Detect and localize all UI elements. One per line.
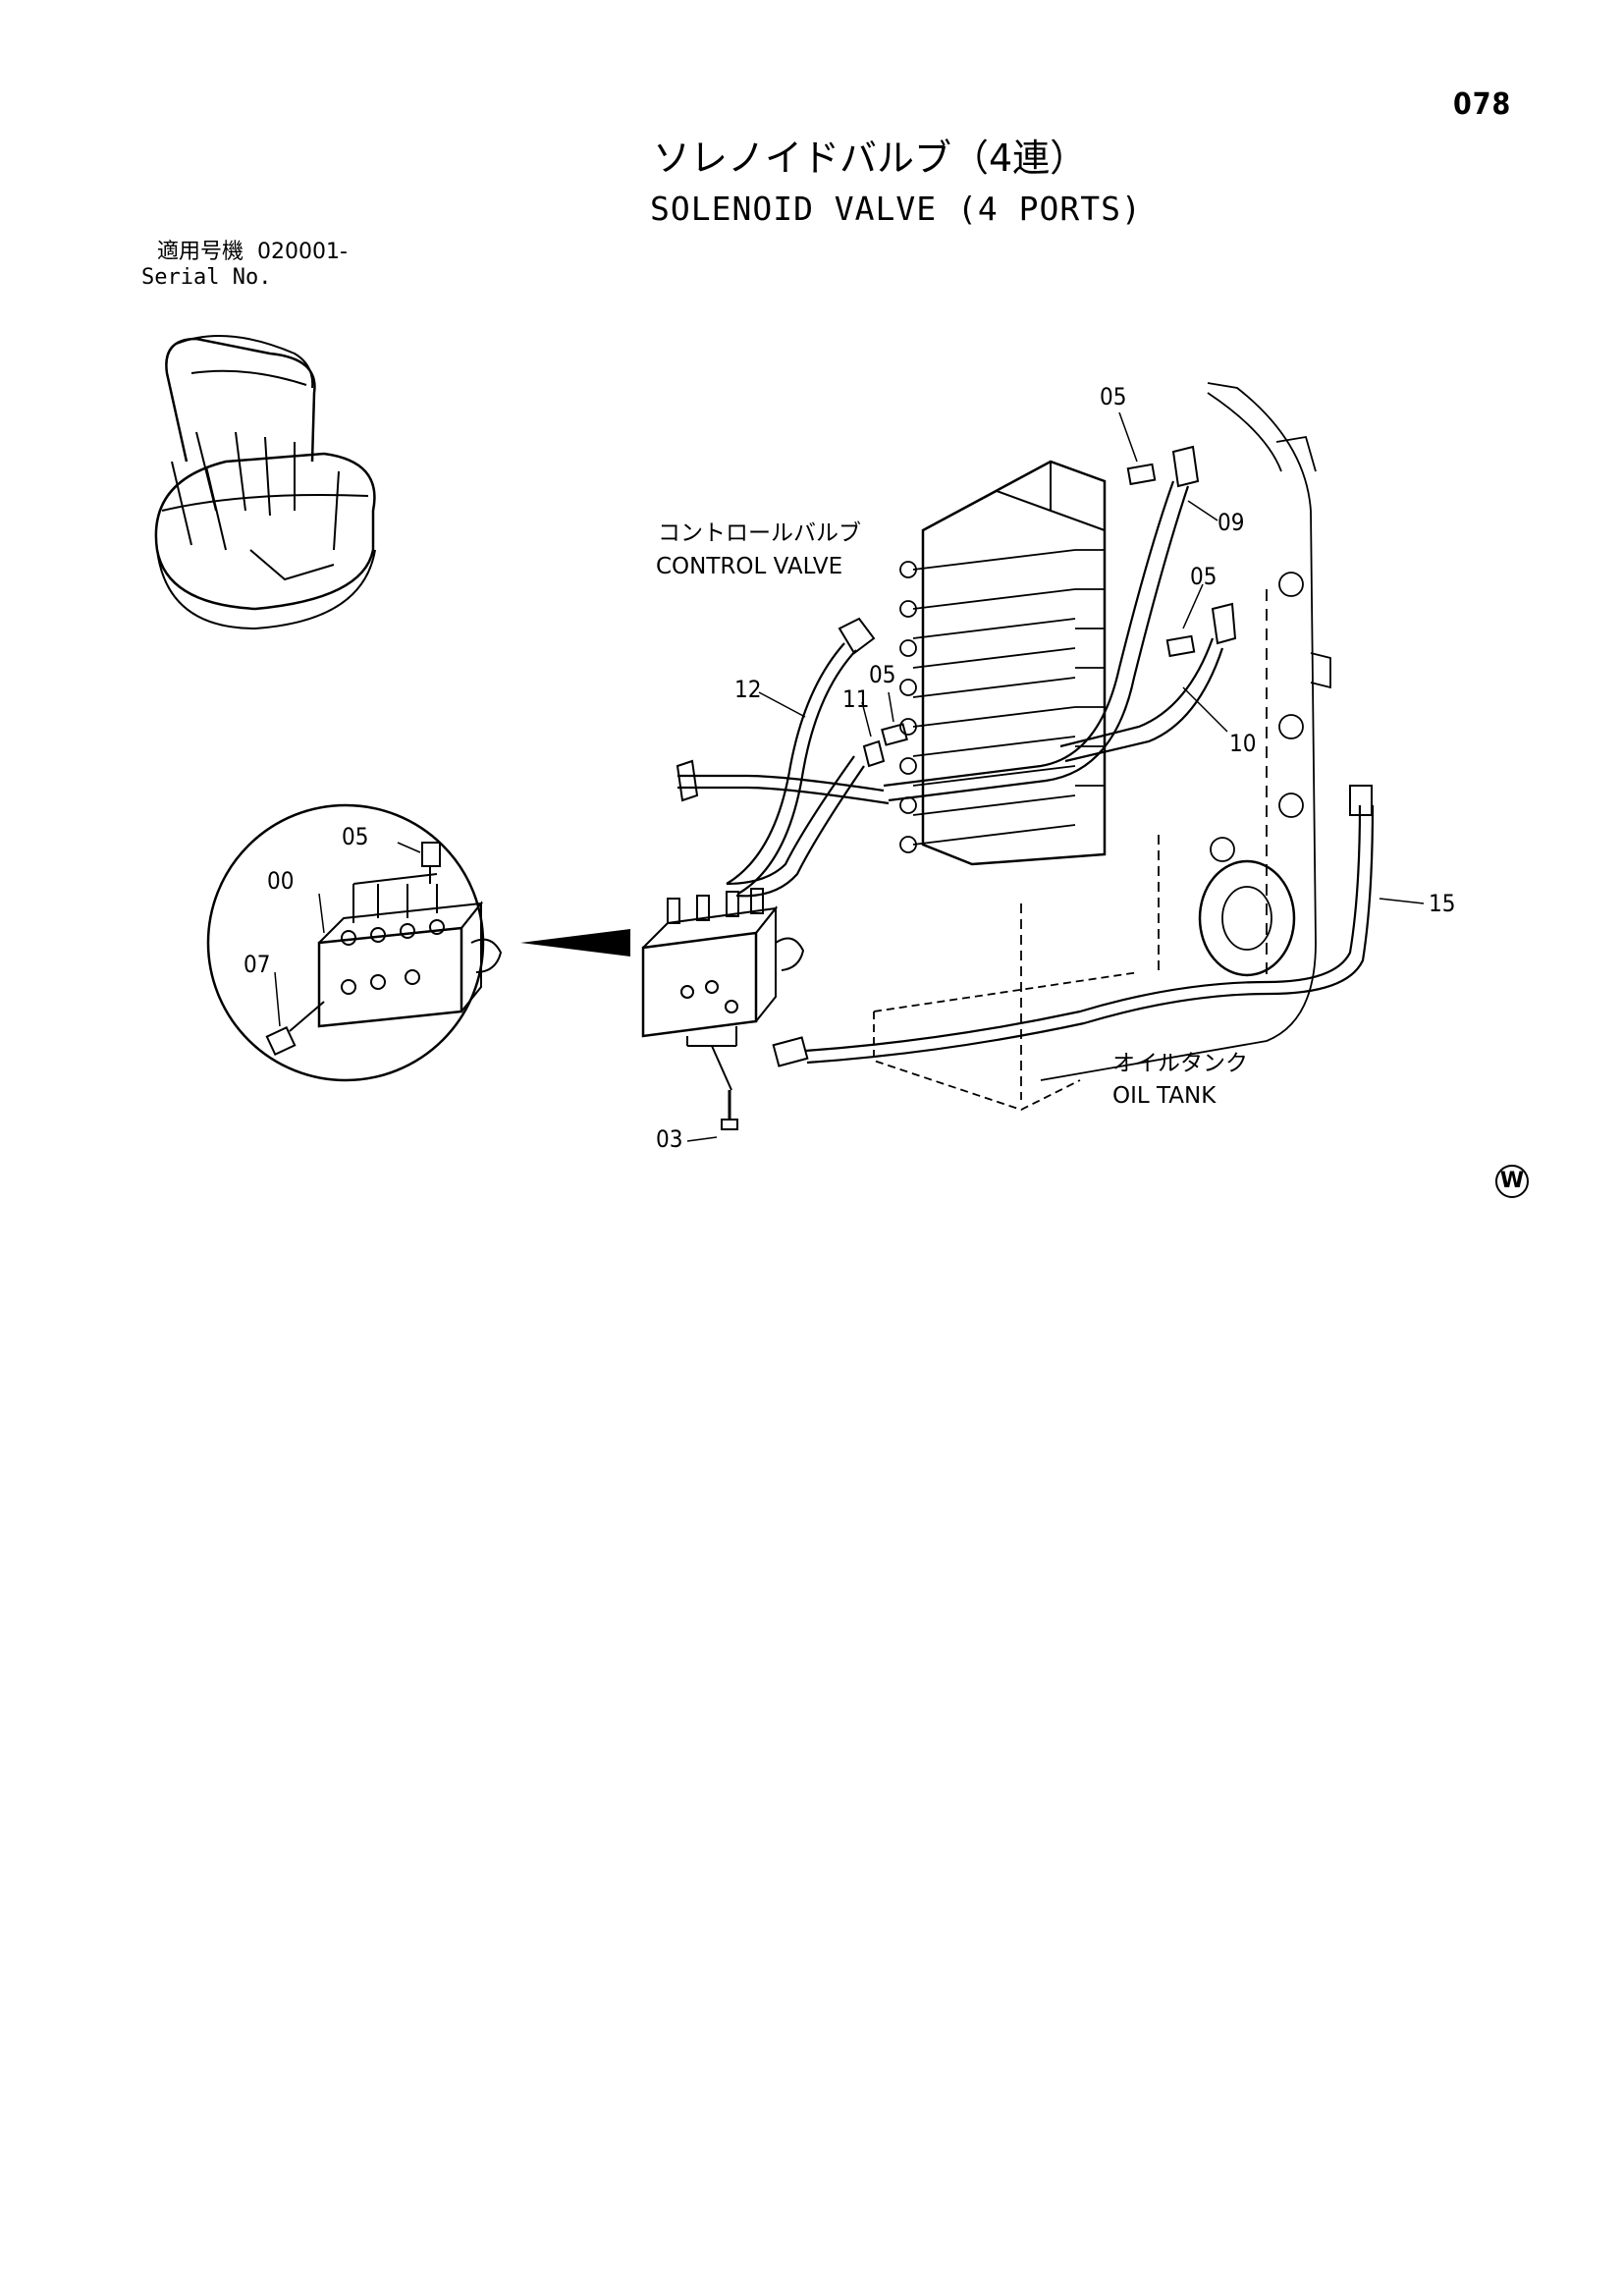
callout-05-top: 05 [1100,383,1127,410]
control-valve-assembly [899,460,1107,866]
callout-15: 15 [1429,890,1456,917]
page-number: 078 [1453,87,1512,122]
serial-value: 020001- [257,240,348,264]
callout-00: 00 [267,867,295,895]
callout-07: 07 [243,951,271,978]
machine-thumbnail [154,335,376,630]
control-valve-label-jp: コントロールバルブ [658,520,861,546]
serial-label-jp-text: 適用号機 [157,240,244,264]
serial-label-jp: 適用号機 020001- [157,242,348,263]
leader-lines [274,411,1425,1142]
callout-05-mid: 05 [1190,563,1217,590]
callout-05-left: 05 [869,661,896,688]
solenoid-valve-block [641,445,1373,1130]
callout-10: 10 [1229,730,1257,757]
control-valve-label-en: CONTROL VALVE [656,554,843,579]
callout-12: 12 [734,676,762,703]
serial-label-en: Serial No. [141,265,272,290]
magnify-pointer [520,929,630,957]
title-japanese: ソレノイドバルブ（4連） [653,137,1088,180]
title-english: SOLENOID VALVE (4 PORTS) [650,190,1142,228]
oil-tank-label-jp: オイルタンク [1112,1051,1248,1076]
oil-tank-label-en: OIL TANK [1112,1083,1217,1109]
callout-09: 09 [1217,509,1245,536]
callout-11: 11 [842,685,870,713]
inset-magnifier [206,803,630,1082]
hoses [677,480,1375,1065]
callout-05-inset: 05 [342,823,369,850]
frame-outline [873,382,1331,1111]
callout-03: 03 [656,1125,683,1153]
w-circle-mark: W [1495,1165,1529,1198]
